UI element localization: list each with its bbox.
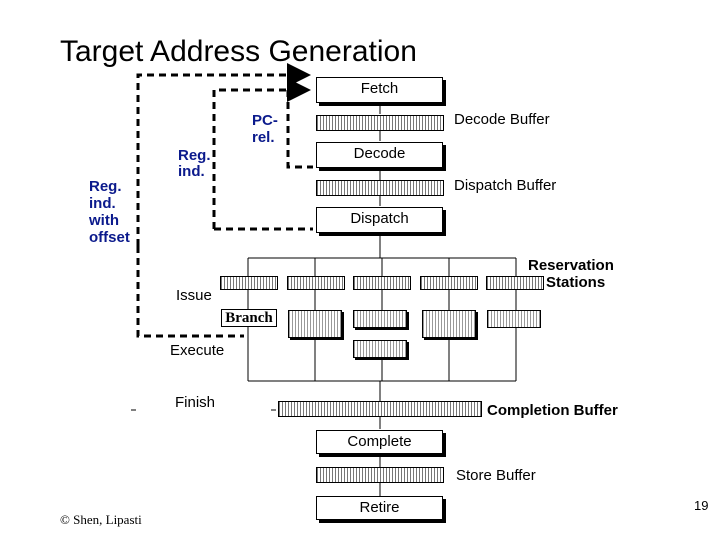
reservation-station — [353, 276, 411, 290]
reservation-label-line2: Stations — [546, 274, 606, 291]
reservation-label-line1: Reservation — [528, 257, 614, 274]
decode-buffer-label: Decode Buffer — [454, 111, 550, 128]
page-number: 19 — [694, 498, 709, 513]
reg-indirect-line1: Reg. — [178, 147, 211, 164]
execute-label: Execute — [170, 342, 225, 359]
complete-stage: Complete — [316, 430, 443, 454]
retire-stage: Retire — [316, 496, 443, 520]
functional-unit — [288, 310, 342, 338]
functional-unit — [353, 310, 407, 328]
dispatch-buffer-label: Dispatch Buffer — [454, 177, 557, 194]
decode-label: Decode — [353, 145, 406, 162]
functional-unit — [353, 340, 407, 358]
functional-unit — [422, 310, 476, 338]
decode-stage: Decode — [316, 142, 443, 168]
dispatch-label: Dispatch — [350, 210, 409, 227]
reservation-station — [220, 276, 278, 290]
reg-offset-line3: with — [89, 212, 119, 229]
pc-relative-line1: PC- — [252, 112, 278, 129]
slide-title: Target Address Generation — [60, 35, 417, 68]
store-buffer-label: Store Buffer — [456, 467, 536, 484]
reg-offset-line4: offset — [89, 229, 130, 246]
dispatch-buffer — [316, 180, 444, 196]
issue-label: Issue — [176, 287, 212, 304]
finish-label: Finish — [175, 394, 216, 411]
retire-label: Retire — [359, 499, 400, 516]
reservation-station — [287, 276, 345, 290]
functional-unit — [487, 310, 541, 328]
copyright-text: © Shen, Lipasti — [60, 512, 142, 527]
completion-buffer-label: Completion Buffer — [487, 402, 618, 419]
fetch-label: Fetch — [360, 80, 399, 97]
decode-buffer — [316, 115, 444, 131]
reg-offset-line2: ind. — [89, 195, 116, 212]
complete-label: Complete — [347, 433, 412, 450]
fetch-stage: Fetch — [316, 77, 443, 103]
pc-relative-line2: rel. — [252, 129, 275, 146]
reservation-station — [420, 276, 478, 290]
branch-unit: Branch — [221, 309, 277, 327]
store-buffer — [316, 467, 444, 483]
completion-buffer — [278, 401, 482, 417]
reg-offset-line1: Reg. — [89, 178, 122, 195]
reservation-station — [486, 276, 544, 290]
dispatch-stage: Dispatch — [316, 207, 443, 233]
reg-indirect-line2: ind. — [178, 163, 205, 180]
